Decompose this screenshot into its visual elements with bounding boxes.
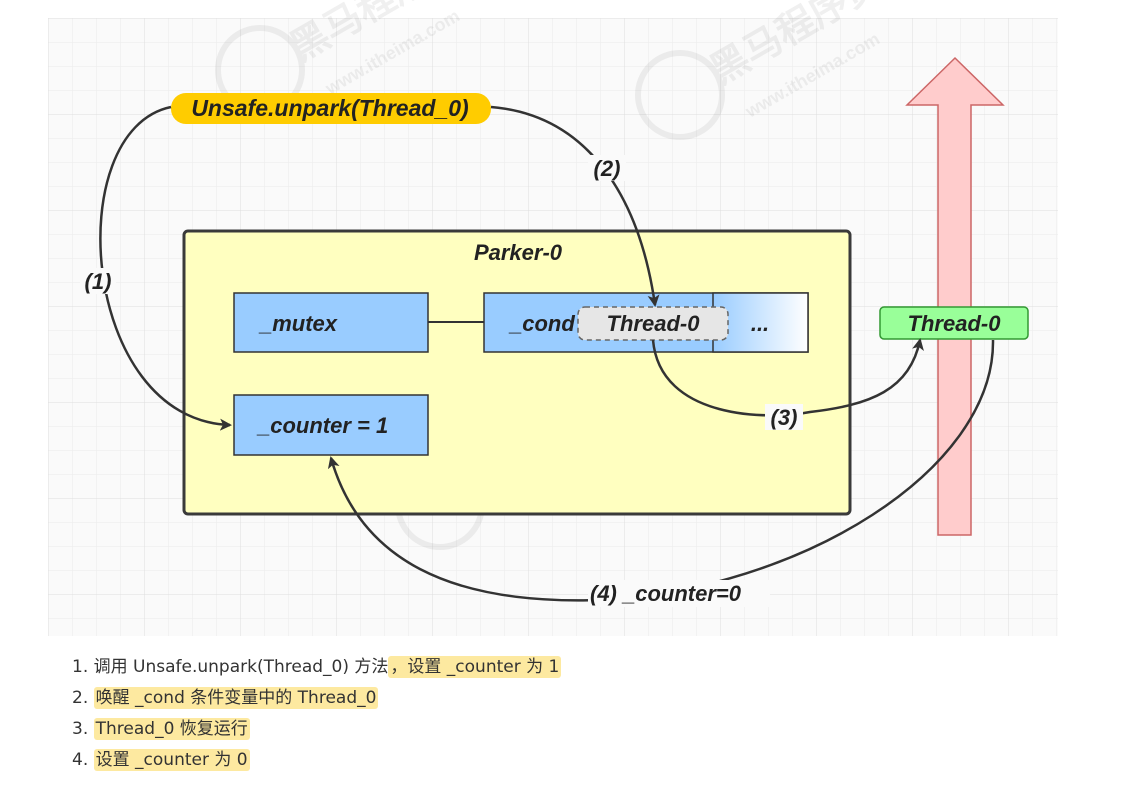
list-item: 3. Thread_0 恢复运行 xyxy=(72,718,250,740)
list-item: 1. 调用 Unsafe.unpark(Thread_0) 方法，设置 _cou… xyxy=(72,656,562,678)
list-item: 2. 唤醒 _cond 条件变量中的 Thread_0 xyxy=(72,687,379,709)
highlighted-text: Thread_0 恢复运行 xyxy=(93,718,250,740)
watermark-logo-icon xyxy=(635,50,725,140)
parker-title: Parker-0 xyxy=(474,240,563,265)
highlighted-text: 设置 _counter 为 0 xyxy=(93,749,250,771)
running-arrow-icon xyxy=(905,56,1005,536)
steps-list: 1. 调用 Unsafe.unpark(Thread_0) 方法，设置 _cou… xyxy=(72,652,562,776)
step-4-label: (4) _counter=0 xyxy=(590,581,742,606)
step-2-label: (2) xyxy=(594,156,621,181)
thread-label: Thread-0 xyxy=(908,311,1002,336)
cond-label: _cond xyxy=(508,311,575,336)
mutex-field xyxy=(233,292,429,353)
unpark-diagram: 黑马程序员 www.itheima.com 黑马程序员 www.itheima.… xyxy=(48,0,1058,636)
step-3-label: (3) xyxy=(771,405,798,430)
cond-more-label: ... xyxy=(751,311,769,336)
edge-step-3 xyxy=(651,338,924,417)
step-1-label: (1) xyxy=(85,269,112,294)
unpark-call-badge xyxy=(171,93,491,124)
highlighted-text: 唤醒 _cond 条件变量中的 Thread_0 xyxy=(93,687,379,709)
unpark-call-label: Unsafe.unpark(Thread_0) xyxy=(191,95,468,121)
mutex-label: _mutex xyxy=(258,311,338,336)
thread-node xyxy=(879,306,1029,340)
counter-field xyxy=(233,394,429,456)
cond-thread-label: Thread-0 xyxy=(607,311,701,336)
highlighted-text: ，设置 _counter 为 1 xyxy=(388,656,562,678)
list-item: 4. 设置 _counter 为 0 xyxy=(72,749,250,771)
parker-box xyxy=(182,229,852,516)
counter-label: _counter = 1 xyxy=(256,413,388,438)
